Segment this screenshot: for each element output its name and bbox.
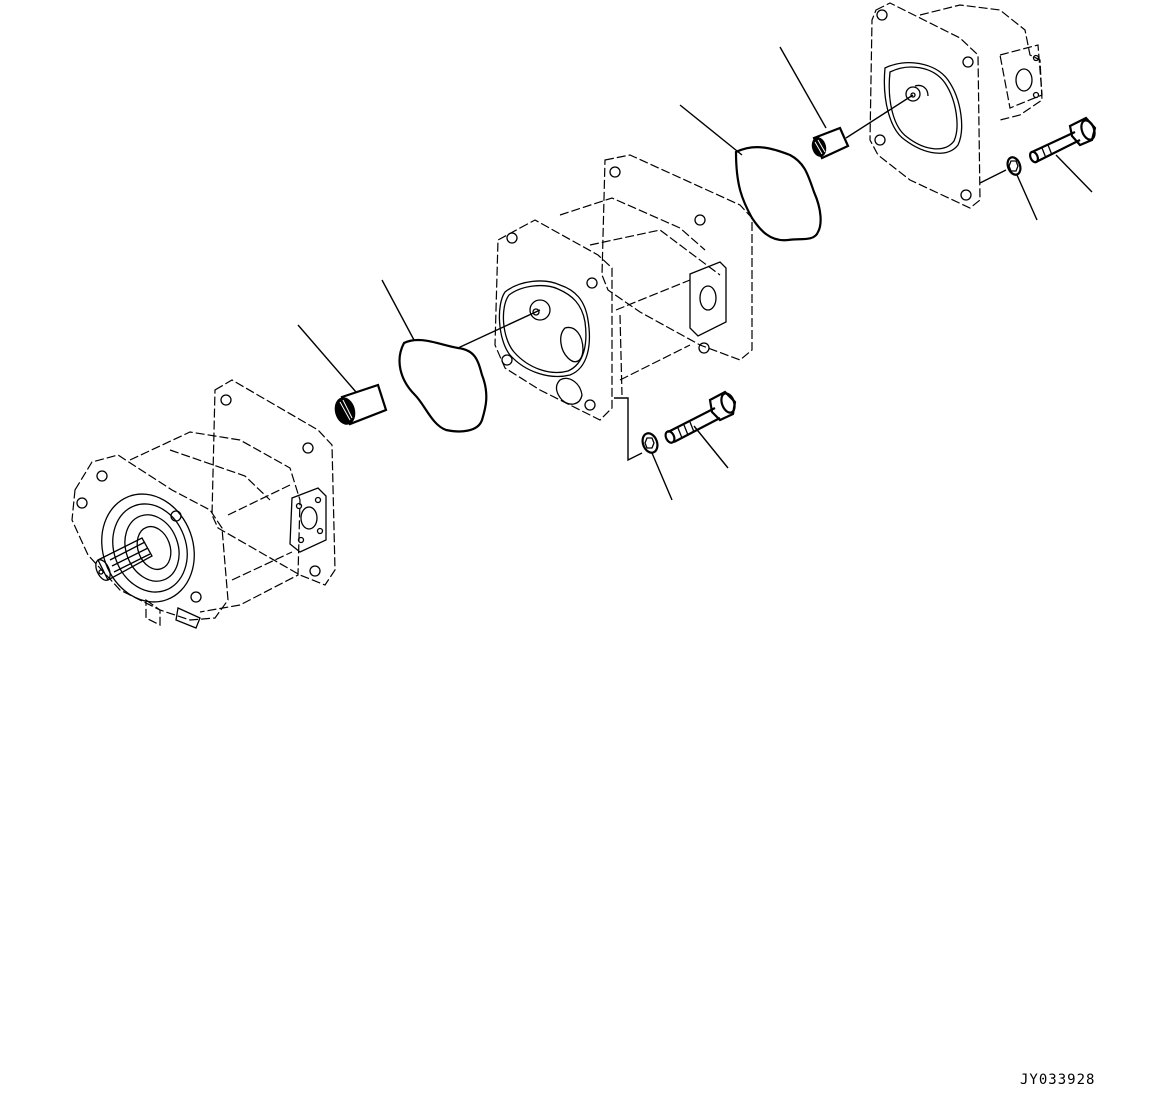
front-pump xyxy=(71,379,336,629)
drawing-reference-code: JY033928 xyxy=(1020,1072,1096,1088)
assembly-centerline-front xyxy=(457,309,541,349)
coupling-2 xyxy=(811,126,850,160)
o-ring-1 xyxy=(398,338,488,433)
assembly-centerline-rear xyxy=(845,94,914,139)
assembly-line-2 xyxy=(979,169,1007,184)
coupling-1 xyxy=(334,383,388,426)
bolt-1 xyxy=(664,390,737,444)
washer-1 xyxy=(641,432,659,454)
leader-lines xyxy=(297,46,1093,501)
assembly-line-1 xyxy=(614,397,643,462)
washer-2 xyxy=(1006,156,1022,176)
o-ring-2 xyxy=(734,146,822,242)
bolt-2 xyxy=(1028,116,1097,164)
rear-pump xyxy=(869,2,1043,209)
middle-pump xyxy=(494,154,753,421)
